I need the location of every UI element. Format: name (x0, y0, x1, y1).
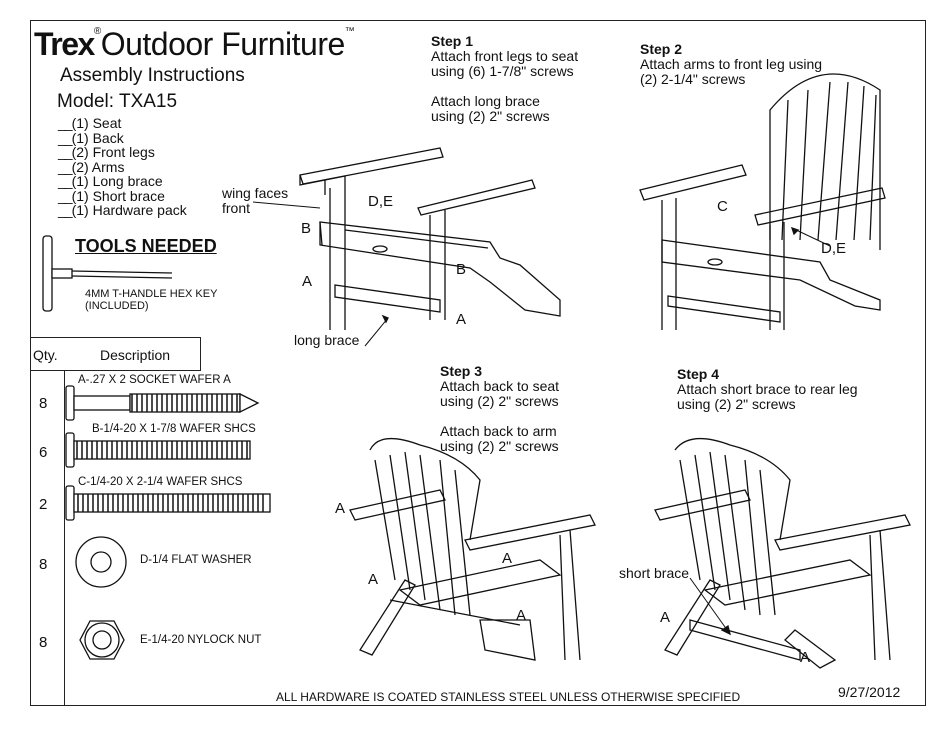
hardware-label: C-1/4-20 X 2-1/4 WAFER SHCS (78, 476, 243, 488)
a-callout: A (456, 311, 467, 328)
step-4-text: Step 4 Attach short brace to rear leg us… (677, 366, 858, 412)
a-callout: A (335, 500, 346, 517)
hardware-qty: 8 (39, 556, 48, 573)
c-callout: C (717, 198, 728, 215)
hardware-label: E-1/4-20 NYLOCK NUT (140, 634, 262, 646)
b-callout: B (456, 261, 467, 278)
step-3-text: Step 3 Attach back to seat using (2) 2" … (440, 363, 560, 454)
a-callout: A (516, 607, 527, 624)
parts-list-item: (1) Back (58, 130, 187, 146)
a-callout: A (368, 571, 379, 588)
parts-list-item: (1) Seat (58, 116, 187, 131)
hardware-qty: 8 (39, 634, 48, 651)
hardware-qty: 8 (39, 395, 48, 412)
hardware-qty: 6 (39, 444, 48, 461)
parts-list-item: (1) Hardware pack (58, 203, 187, 218)
step-2-text: Step 2 Attach arms to front leg using (2… (640, 41, 823, 87)
hardware-label: D-1/4 FLAT WASHER (140, 554, 252, 566)
short-brace-callout: short brace (619, 565, 690, 581)
a-callout: A (660, 609, 671, 626)
hex-key-icon (42, 235, 173, 312)
hardware-label: B-1/4-20 X 1-7/8 WAFER SHCS (92, 423, 256, 435)
model-number: Model: TXA15 (57, 91, 178, 112)
long-brace-callout: long brace (294, 332, 360, 348)
step-2-illustration (639, 73, 886, 330)
description-header: Description (100, 347, 171, 363)
step-3-illustration (349, 438, 596, 661)
page-frame (30, 20, 926, 706)
screw-b-icon (65, 432, 251, 468)
hardware-label: A-.27 X 2 SOCKET WAFER A (78, 374, 231, 386)
de-callout: D,E (368, 193, 394, 210)
a-callout: A (502, 550, 513, 567)
step-4-illustration (654, 438, 911, 669)
parts-list-item: (1) Long brace (58, 174, 187, 189)
document-subtitle: Assembly Instructions (60, 65, 245, 86)
parts-list-item: (1) Short brace (58, 188, 187, 204)
parts-list-item: (2) Arms (58, 159, 187, 175)
brand-logo: Trex®Outdoor Furniture™ (34, 26, 355, 62)
hex-key-label: 4MM T-HANDLE HEX KEY(INCLUDED) (85, 288, 218, 312)
flat-washer-icon (75, 536, 127, 588)
hardware-qty: 2 (39, 496, 48, 513)
hardware-table-divider (64, 371, 66, 706)
screw-c-icon (65, 485, 271, 521)
parts-list-item: (2) Front legs (58, 145, 187, 160)
step-1-text: Step 1 Attach front legs to seat using (… (431, 33, 579, 124)
nylock-nut-icon (79, 620, 125, 660)
footer-note: ALL HARDWARE IS COATED STAINLESS STEEL U… (276, 690, 741, 704)
screw-a-icon (65, 385, 260, 421)
b-callout: B (301, 220, 312, 237)
step-1-illustration (252, 147, 561, 347)
document-date: 9/27/2012 (838, 684, 901, 700)
qty-header: Qty. (33, 347, 58, 363)
tools-needed-heading: TOOLS NEEDED (75, 236, 217, 256)
a-callout: A (800, 649, 811, 666)
parts-list: (1) Seat (1) Back (2) Front legs (2) Arm… (58, 116, 187, 218)
a-callout: A (302, 273, 313, 290)
hardware-table-header (30, 337, 201, 371)
